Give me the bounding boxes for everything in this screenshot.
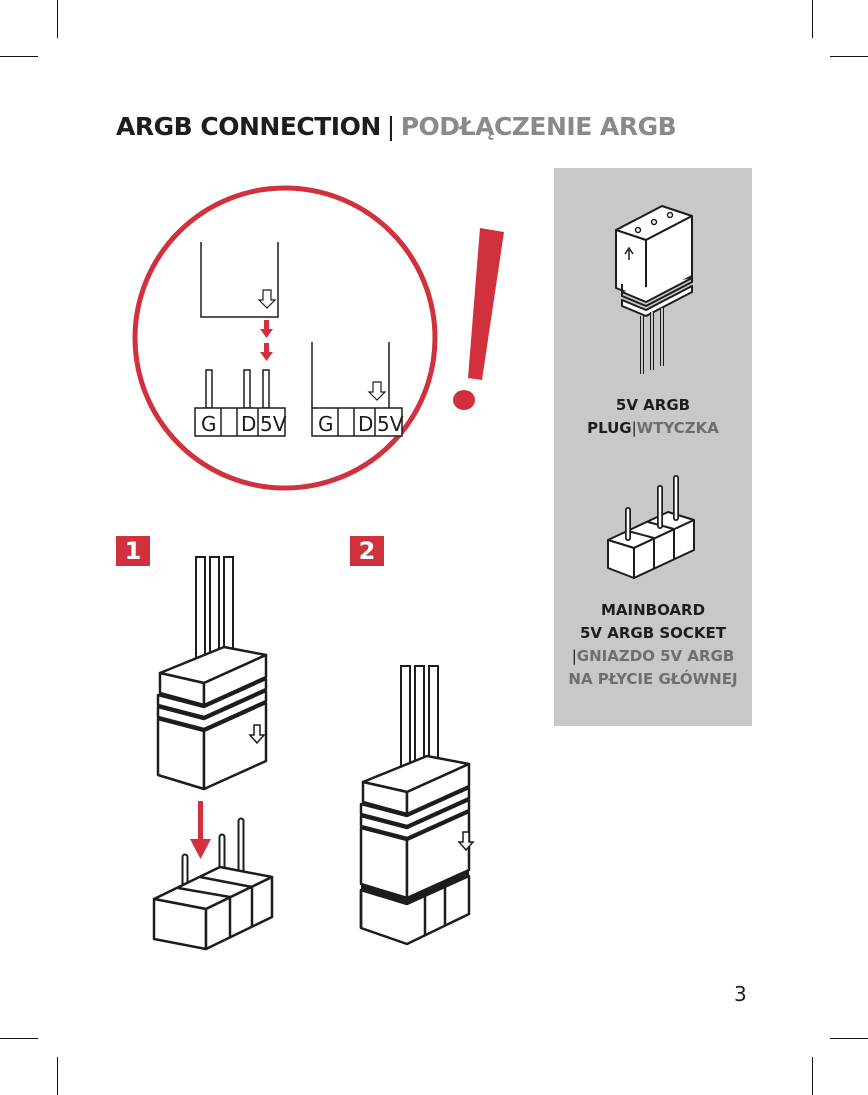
insert-arrow-icon	[260, 320, 273, 361]
pin-label-5v: 5V	[377, 412, 404, 436]
socket-caption-line4: NA PŁYCIE GŁÓWNEJ	[554, 668, 752, 691]
crop-mark	[812, 0, 813, 38]
pin-label-g: G	[318, 412, 334, 436]
crop-mark	[812, 1057, 813, 1095]
pin-arrow-icon	[369, 382, 385, 400]
socket-caption-line3: GNIAZDO 5V ARGB	[577, 647, 735, 665]
step-badge-2: 2	[350, 536, 384, 566]
crop-mark	[830, 56, 868, 57]
plug-caption: 5V ARGB PLUG|WTYCZKA	[554, 394, 752, 440]
pin-label-g: G	[201, 412, 217, 436]
insert-arrow-icon	[190, 801, 211, 859]
socket-caption-line1: MAINBOARD	[554, 599, 752, 622]
crop-mark	[57, 0, 58, 38]
pin-label-5v: 5V	[260, 412, 287, 436]
pin-label-d: D	[358, 412, 373, 436]
step2-illustration	[345, 650, 505, 950]
crop-mark	[57, 1057, 58, 1095]
argb-plug-illustration	[600, 188, 710, 388]
socket-caption: MAINBOARD 5V ARGB SOCKET |GNIAZDO 5V ARG…	[554, 599, 752, 691]
crop-mark	[0, 1038, 38, 1039]
pin-detail-diagram: G D 5V G D 5V	[130, 180, 520, 510]
warning-icon	[453, 228, 504, 410]
argb-socket-illustration	[600, 470, 710, 585]
crop-mark	[0, 56, 38, 57]
title-separator: |	[381, 112, 401, 141]
step1-illustration	[140, 555, 300, 955]
plug-caption-line1: 5V ARGB	[554, 394, 752, 417]
title-polish: PODŁĄCZENIE ARGB	[401, 112, 676, 141]
plug-caption-pl: WTYCZKA	[637, 419, 719, 437]
crop-mark	[830, 1038, 868, 1039]
detail-circle	[135, 188, 435, 488]
page-number: 3	[734, 982, 747, 1006]
title-english: ARGB CONNECTION	[116, 112, 381, 141]
page-title: ARGB CONNECTION|PODŁĄCZENIE ARGB	[116, 112, 676, 141]
socket-caption-line2: 5V ARGB SOCKET	[554, 622, 752, 645]
plug-caption-en: PLUG	[587, 419, 632, 437]
pin-label-d: D	[241, 412, 256, 436]
pin-arrow-icon	[259, 290, 275, 308]
